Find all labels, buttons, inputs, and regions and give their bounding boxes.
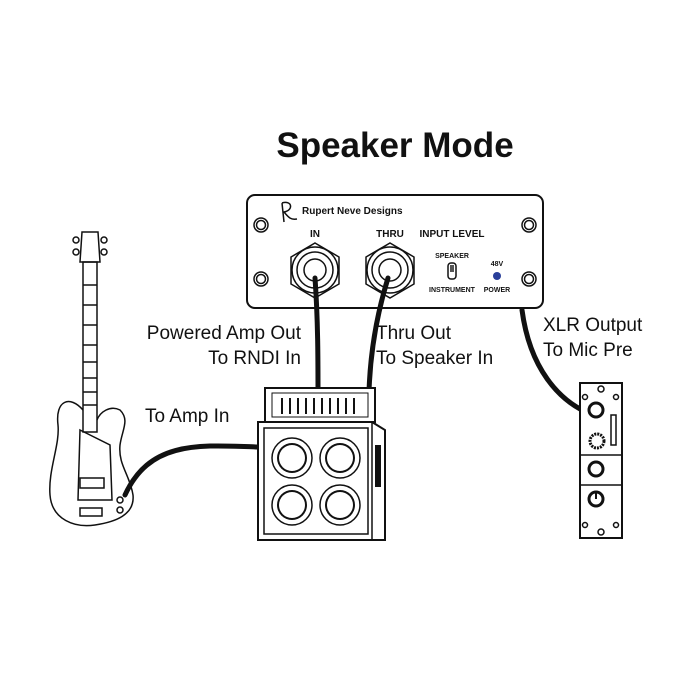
amp-head	[264, 387, 376, 423]
phantom-label: 48V	[491, 261, 504, 268]
power-led-icon	[493, 272, 501, 280]
input-level-label: INPUT LEVEL	[419, 229, 484, 240]
cable-amp-out-to-in	[312, 275, 321, 395]
brand-logo-icon	[281, 201, 298, 223]
mic-preamp-module	[579, 382, 623, 539]
switch-instrument-label: INSTRUMENT	[429, 287, 476, 294]
cable-thru-to-speaker	[366, 275, 391, 395]
bass-guitar-icon	[49, 231, 134, 527]
jack-thru[interactable]	[365, 242, 415, 299]
jack-thru-label: THRU	[376, 229, 404, 240]
label-thru-2: To Speaker In	[376, 348, 493, 369]
speaker-cones	[271, 437, 361, 526]
label-xlr-2: To Mic Pre	[543, 340, 633, 361]
label-xlr-1: XLR Output	[543, 315, 643, 336]
input-level-switch[interactable]	[447, 262, 457, 280]
power-label: POWER	[484, 287, 510, 294]
label-amp-in: To Amp In	[145, 406, 230, 427]
switch-speaker-label: SPEAKER	[435, 253, 469, 260]
cable-guitar-to-amp	[122, 443, 261, 498]
rndi-di-box: Rupert Neve Designs IN THRU INPUT LEVEL …	[246, 194, 544, 309]
jack-in-label: IN	[310, 229, 320, 240]
cable-xlr-to-preamp	[519, 307, 589, 415]
label-amp-out-2: To RNDI In	[208, 348, 301, 369]
label-thru-1: Thru Out	[376, 323, 452, 344]
brand-name: Rupert Neve Designs	[302, 206, 403, 217]
mounting-screws	[253, 217, 537, 287]
label-amp-out-1: Powered Amp Out	[147, 323, 302, 344]
diagram-title: Speaker Mode	[276, 126, 513, 165]
speaker-cabinet	[257, 421, 386, 541]
